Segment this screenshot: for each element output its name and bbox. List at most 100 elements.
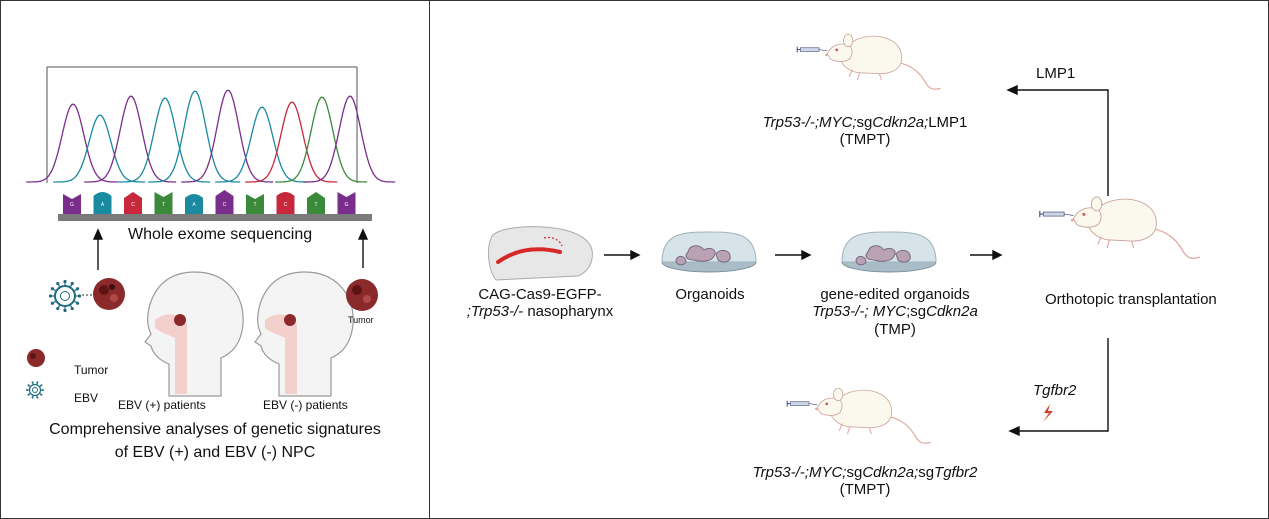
- base-block-6: C: [215, 190, 234, 214]
- chromatogram-peak-1: [26, 103, 119, 183]
- bottom-geno-p1: sg: [846, 464, 863, 481]
- mice: [786, 33, 1201, 444]
- sequencing-bar: [58, 214, 372, 221]
- flow-arrows: [604, 249, 1003, 261]
- patients-positive-label: EBV (+) patients: [118, 398, 206, 412]
- base-block-2: A: [93, 192, 112, 214]
- source-line2-rest: nasopharynx: [523, 303, 614, 321]
- base-block-shape: [185, 194, 203, 214]
- top-geno-p2: LMP1: [928, 114, 968, 131]
- chromatogram-peak-6: [181, 89, 274, 183]
- base-block-shape: [337, 192, 356, 214]
- base-letter: C: [131, 202, 135, 208]
- bottom-arrow-label: Tgfbr2: [1033, 382, 1076, 399]
- wes-label: Whole exome sequencing: [128, 226, 313, 243]
- caption-line1: Comprehensive analyses of genetic signat…: [49, 421, 381, 438]
- syringe-icon: [1039, 210, 1074, 218]
- tumor-icon: [93, 278, 125, 310]
- base-block-7: T: [246, 194, 264, 214]
- patient-head-negative: [254, 271, 354, 397]
- bottom-geno-i2: Cdkn2a;: [862, 464, 919, 481]
- base-block-4: T: [154, 192, 173, 214]
- source-label: CAG-Cas9-EGFP- ;Trp53-/- nasopharynx: [435, 286, 645, 321]
- organoid-dish-1: [661, 231, 757, 273]
- chromatogram-peak-5: [148, 90, 241, 183]
- branch-arrow-top: [1006, 84, 1109, 196]
- legend-ebv-icon: [26, 381, 44, 399]
- bottom-genotype-label: Trp53-/-;MYC;sgCdkn2a;sgTgfbr2 (TMPT): [700, 464, 1030, 499]
- lightning-icon: [1043, 404, 1053, 422]
- tumor-small-label: Tumor: [348, 315, 374, 325]
- base-block-shape: [215, 190, 234, 214]
- bottom-geno-p2: sg: [918, 464, 935, 481]
- top-geno-i1: Trp53-/-;MYC;: [762, 114, 857, 131]
- edited-code: (TMP): [874, 320, 916, 338]
- up-arrow-right: [357, 228, 369, 268]
- chromatogram-frame: [46, 66, 358, 183]
- edited-organoids-label: gene-edited organoids Trp53-/-; MYC;sgCd…: [790, 286, 1000, 338]
- dotted-connector: [82, 294, 94, 296]
- base-block-5: A: [185, 194, 203, 214]
- top-geno-p1: sg: [856, 114, 873, 131]
- chromatogram-peak-8: [245, 101, 338, 183]
- edited-geno-i2: Cdkn2a: [926, 303, 978, 321]
- up-arrow-left: [92, 228, 104, 270]
- bottom-geno-i1: Trp53-/-;MYC;: [752, 464, 847, 481]
- edited-title: gene-edited organoids: [820, 286, 970, 303]
- base-block-shape: [63, 194, 81, 214]
- top-genotype-label: Trp53-/-;MYC;sgCdkn2a;LMP1 (TMPT): [720, 114, 1010, 149]
- chromatogram-peaks: [26, 89, 396, 183]
- bottom-arrow-label-text: Tgfbr2: [1033, 382, 1077, 399]
- base-block-shape: [276, 192, 295, 214]
- mouse-bottom: [786, 387, 931, 444]
- legend-ebv-label: EBV: [74, 391, 99, 405]
- bottom-code: (TMPT): [839, 481, 891, 499]
- base-block-1: G: [63, 194, 81, 214]
- source-line2-italic: ;Trp53-/-: [466, 303, 524, 321]
- organoid-dish-2: [841, 231, 937, 273]
- legend-tumor-icon: [27, 349, 45, 367]
- base-letter: T: [162, 202, 165, 208]
- branch-arrow-bottom: [1008, 338, 1109, 437]
- nasopharynx-tissue-icon: [488, 226, 593, 281]
- ebv-virus-icon: [48, 279, 82, 313]
- top-geno-i2: Cdkn2a;: [872, 114, 929, 131]
- left-panel: [0, 0, 430, 519]
- chromatogram-peak-2: [53, 114, 146, 183]
- base-block-10: G: [337, 192, 356, 214]
- base-letter: A: [192, 202, 196, 208]
- mouse-center: [1039, 196, 1201, 259]
- base-block-8: C: [276, 192, 295, 214]
- base-block-shape: [246, 194, 264, 214]
- base-letter: T: [314, 202, 317, 208]
- base-block-shape: [93, 192, 112, 214]
- bottom-geno-i3: Tgfbr2: [934, 464, 978, 481]
- chromatogram-peak-9: [275, 96, 368, 183]
- top-code: (TMPT): [839, 131, 891, 149]
- base-letter: C: [284, 202, 288, 208]
- edited-geno-i1: Trp53-/-; MYC: [812, 303, 907, 321]
- patient-head-positive: [144, 271, 244, 397]
- edited-geno-p1: ;sg: [906, 303, 927, 321]
- top-arrow-label: LMP1: [1036, 65, 1076, 82]
- chromatogram-peak-4: [118, 97, 211, 183]
- base-letter: T: [253, 202, 256, 208]
- base-block-shape: [124, 192, 142, 214]
- chromatogram-peak-10: [303, 95, 396, 183]
- base-block-shape: [154, 192, 173, 214]
- base-block-3: C: [124, 192, 142, 214]
- patients-negative-label: EBV (-) patients: [263, 398, 348, 412]
- transplant-label: Orthotopic transplantation: [1045, 291, 1217, 308]
- caption-line2: of EBV (+) and EBV (-) NPC: [114, 444, 316, 461]
- base-letter: C: [223, 202, 227, 208]
- organoids-label: Organoids: [675, 286, 745, 303]
- base-block-9: T: [307, 192, 325, 214]
- base-letter: A: [101, 202, 105, 208]
- mouse-top: [796, 33, 941, 90]
- base-letter: G: [70, 202, 74, 208]
- source-line1: CAG-Cas9-EGFP-: [478, 286, 602, 303]
- chromatogram-peak-3: [84, 95, 177, 183]
